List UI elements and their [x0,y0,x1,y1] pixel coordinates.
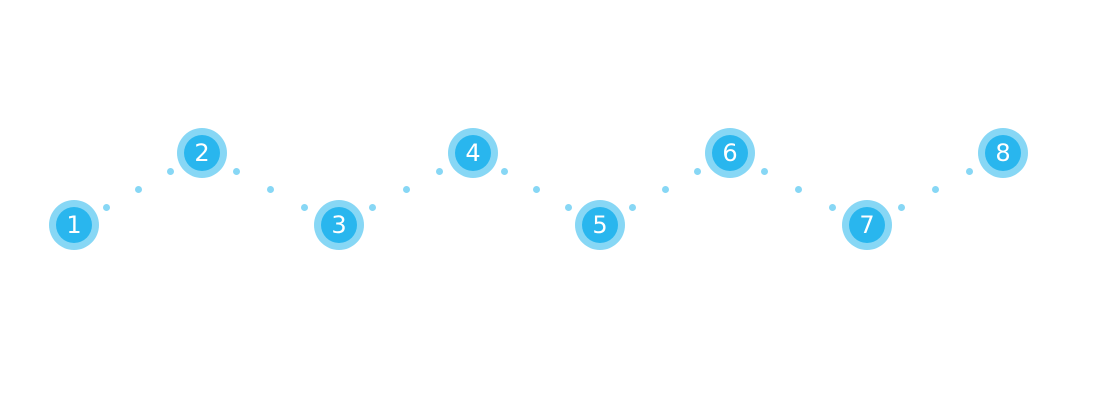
connector-dot [402,185,410,193]
step-node-7: 7 [842,200,892,250]
step-node-3: 3 [314,200,364,250]
connector-dot [661,185,669,193]
connector-dot [166,167,174,175]
step-number: 5 [582,207,618,243]
connector-dot [564,203,572,211]
connector-dot [829,203,837,211]
connector-dot [301,203,309,211]
connector-dot [760,167,768,175]
connector-dot [232,167,240,175]
connector-dot [931,185,939,193]
step-node-2: 2 [177,128,227,178]
step-number: 3 [321,207,357,243]
step-number: 1 [56,207,92,243]
connector-dot [134,185,142,193]
connector-dot [897,203,905,211]
connector-dot [533,185,540,193]
connector-dot [436,167,443,175]
connector-dot [965,167,973,175]
step-node-1: 1 [49,200,99,250]
connector-dot [267,185,274,193]
step-node-5: 5 [575,200,625,250]
connector-dot [102,203,110,211]
step-number: 7 [849,207,885,243]
connector-dot [369,203,376,211]
step-node-4: 4 [448,128,498,178]
step-node-6: 6 [705,128,755,178]
step-number: 8 [985,135,1021,171]
connector-dot [694,167,701,175]
connector-dot [501,167,509,175]
step-node-8: 8 [978,128,1028,178]
connector-dot [629,203,636,211]
step-number: 6 [712,135,748,171]
connector-dot [795,185,802,193]
step-number: 2 [184,135,220,171]
step-number: 4 [455,135,491,171]
